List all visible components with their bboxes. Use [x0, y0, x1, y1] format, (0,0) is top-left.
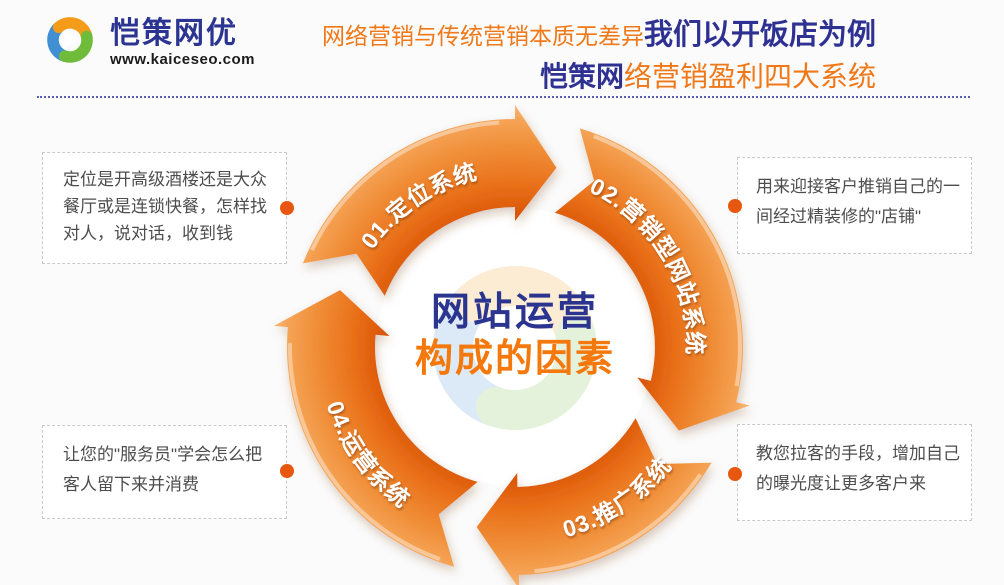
headline-line1-navy: 我们以开饭店为例	[643, 19, 876, 51]
headline-line2: 恺策网络营销盈利四大系统	[322, 61, 876, 98]
brand-logo-icon	[47, 17, 93, 63]
center-title-line1: 网站运营	[431, 291, 599, 334]
segment-04-arrow	[273, 290, 478, 567]
connector-dot-bottom-left	[280, 464, 294, 478]
brand-logo: 恺策网优 www.kaiceseo.com	[36, 8, 255, 76]
note-text: 用来迎接客户推销自己的一间经过精装修的"店铺"	[756, 177, 960, 226]
headline-line1-orange: 网络营销与传统营销本质无差异	[321, 23, 644, 49]
gloss-highlights	[287, 120, 743, 574]
note-text: 教您拉客的手段，增加自己的曝光度让更多客户来	[756, 444, 960, 493]
segment-03-arrow	[476, 418, 712, 585]
connector-dot-top-right	[728, 199, 742, 213]
note-text: 让您的"服务员"学会怎么把客人留下来并消费	[63, 445, 263, 494]
segment-01-arrow	[302, 105, 557, 296]
brand-name: 恺策网优	[110, 16, 238, 50]
headline-line2-navy: 恺策网	[539, 61, 624, 92]
note-box-top-left: 定位是开高级酒楼还是大众餐厅或是连锁快餐，怎样找对人，说对话，收到钱	[42, 152, 287, 264]
headline-line2-orange: 络营销盈利四大系统	[623, 61, 876, 92]
note-text: 定位是开高级酒楼还是大众餐厅或是连锁快餐，怎样找对人，说对话，收到钱	[63, 170, 267, 243]
note-box-top-right: 用来迎接客户推销自己的一间经过精装修的"店铺"	[737, 157, 972, 254]
brand-url: www.kaiceseo.com	[110, 50, 256, 68]
connector-dot-bottom-right	[728, 467, 742, 481]
center-title-line2: 构成的因素	[415, 338, 615, 380]
play-triangle-icon	[64, 31, 79, 48]
watermark-logo	[432, 266, 597, 431]
note-box-bottom-right: 教您拉客的手段，增加自己的曝光度让更多客户来	[737, 424, 972, 521]
dotted-divider	[37, 96, 970, 98]
headline-line1: 网络营销与传统营销本质无差异我们以开饭店为例	[322, 20, 876, 55]
inner-disc	[376, 208, 654, 486]
connector-dot-top-left	[280, 201, 294, 215]
segment-02-arrow	[554, 128, 750, 431]
headline: 网络营销与传统营销本质无差异我们以开饭店为例 恺策网络营销盈利四大系统	[322, 20, 876, 98]
note-box-bottom-left: 让您的"服务员"学会怎么把客人留下来并消费	[42, 425, 287, 519]
